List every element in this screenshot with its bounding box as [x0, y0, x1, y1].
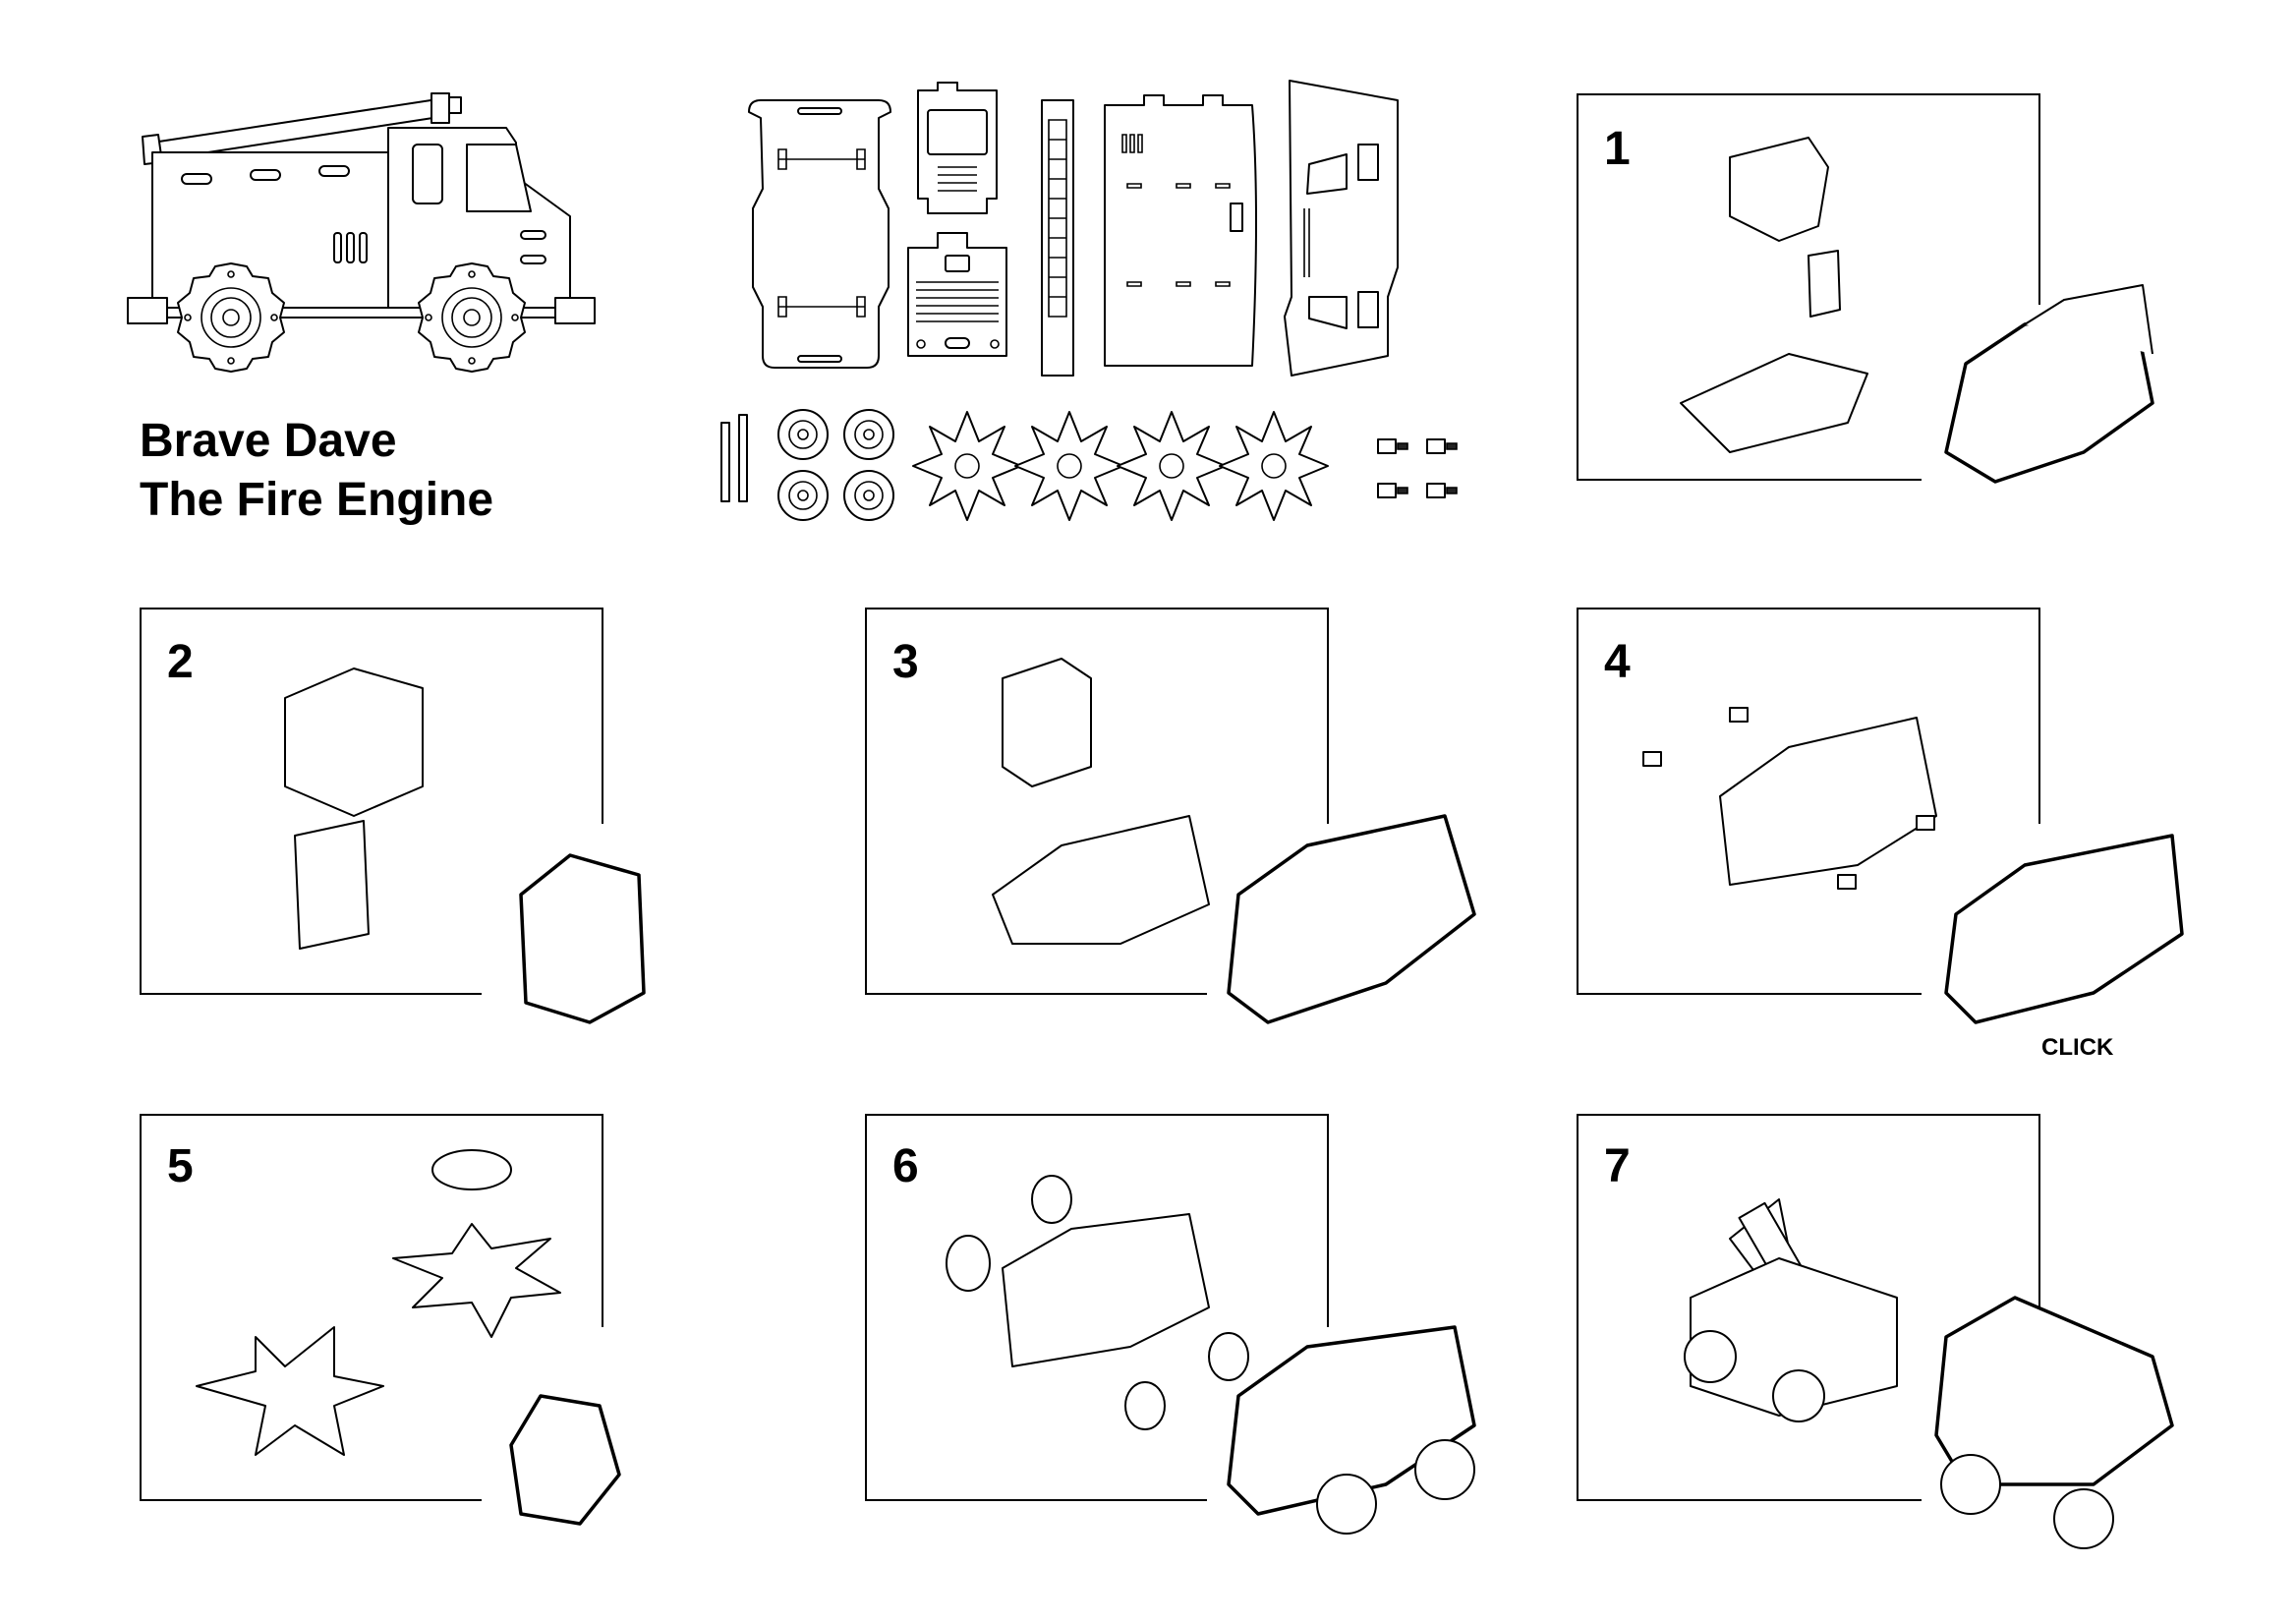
click-label: CLICK	[2041, 1034, 2114, 1061]
step-7-number: 7	[1604, 1140, 1631, 1192]
parts-sheet-icon	[710, 61, 1496, 533]
step-2-frame	[140, 608, 603, 995]
step-3-illustration	[973, 649, 1484, 1042]
step-5-illustration	[177, 1131, 649, 1534]
step-1-number: 1	[1604, 123, 1631, 175]
step-4-frame	[1577, 608, 2040, 995]
step-6-number: 6	[892, 1140, 919, 1192]
title-line-2: The Fire Engine	[140, 474, 494, 526]
step-1-illustration	[1671, 128, 2182, 501]
step-2-number: 2	[167, 636, 194, 688]
fire-engine-side-view-icon	[123, 84, 595, 369]
step-4-illustration	[1622, 688, 2192, 1042]
step-3-number: 3	[892, 636, 919, 688]
title-line-1: Brave Dave	[140, 415, 397, 467]
step-6-illustration	[934, 1170, 1494, 1573]
step-6-frame	[865, 1114, 1329, 1501]
step-3-frame	[865, 608, 1329, 995]
step-4-number: 4	[1604, 636, 1631, 688]
step-2-illustration	[275, 649, 668, 1022]
step-5-frame	[140, 1114, 603, 1501]
step-7-illustration	[1671, 1180, 2192, 1583]
step-5-number: 5	[167, 1140, 194, 1192]
step-1-frame	[1577, 93, 2040, 481]
